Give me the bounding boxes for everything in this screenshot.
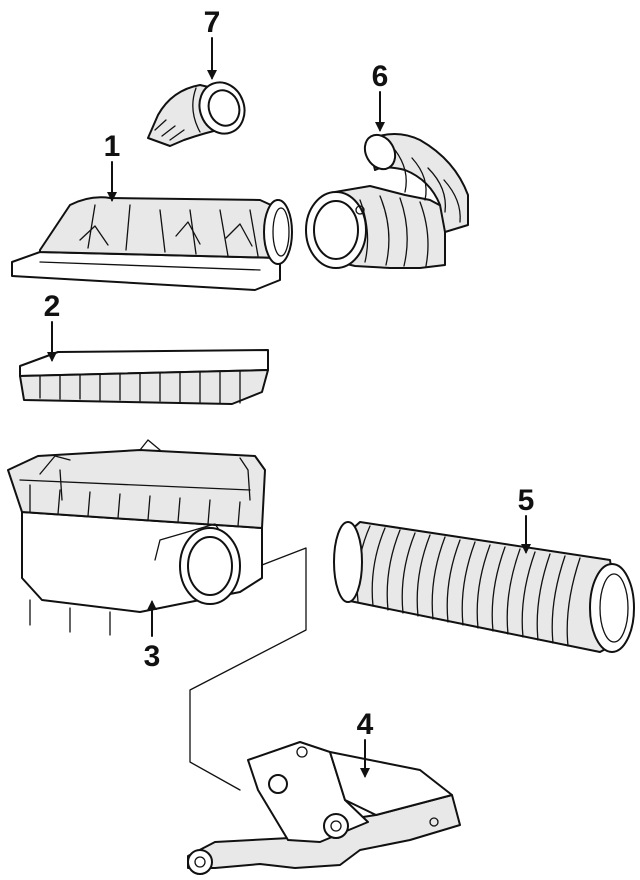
part-4-bracket [187, 741, 461, 875]
part-7-elbow-duct [147, 81, 246, 147]
callout-7: 7 [204, 6, 221, 39]
part-1-air-cleaner-cover [11, 196, 293, 291]
callout-3: 3 [144, 640, 161, 673]
callout-6: 6 [372, 60, 389, 93]
callout-1: 1 [104, 130, 121, 163]
part-6-intake-hose [305, 133, 469, 269]
part-2-air-filter [19, 349, 269, 405]
callout-4: 4 [357, 708, 374, 741]
callout-5: 5 [518, 484, 535, 517]
leader-lines [189, 547, 307, 791]
part-3-air-cleaner-housing [7, 439, 266, 636]
callout-arrows [47, 37, 531, 778]
part-5-corrugated-duct [333, 521, 635, 653]
callout-2: 2 [44, 290, 61, 323]
